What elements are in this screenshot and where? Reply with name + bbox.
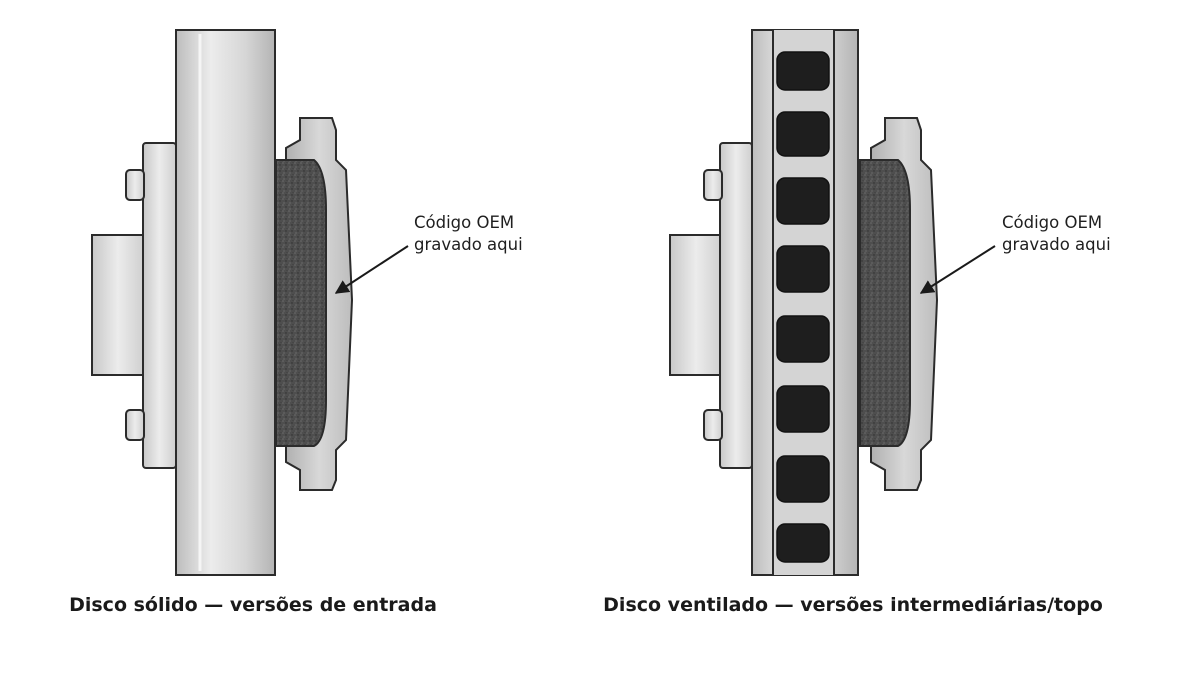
hub-boss (91, 234, 145, 376)
oem-code-annotation-right: Código OEM gravado aqui (1002, 212, 1111, 256)
cooling-vane (776, 111, 830, 157)
annotation-arrow (334, 245, 409, 294)
solid-disc-caption: Disco sólido — versões de entrada (69, 594, 437, 616)
wheel-stud-top (125, 169, 145, 201)
annotation-line-2: gravado aqui (414, 235, 523, 254)
annotation-line-1: Código OEM (1002, 213, 1103, 232)
wheel-stud-bottom (125, 409, 145, 441)
solid-rotor (175, 29, 276, 576)
oem-code-annotation-left: Código OEM gravado aqui (414, 212, 523, 256)
cooling-vane (776, 51, 830, 91)
ventilated-disc-assembly (669, 29, 996, 576)
annotation-line-1: Código OEM (414, 213, 515, 232)
cooling-vane (776, 245, 830, 293)
hub-flange (142, 142, 177, 469)
hub-flange (719, 142, 753, 469)
hub-boss (669, 234, 723, 376)
cooling-vane (776, 385, 830, 433)
annotation-line-2: gravado aqui (1002, 235, 1111, 254)
wheel-stud-bottom (703, 409, 723, 441)
annotation-arrow (919, 245, 996, 294)
brake-pad (275, 159, 327, 447)
cooling-vanes (776, 51, 830, 563)
solid-disc-assembly (91, 29, 409, 576)
cooling-vane (776, 315, 830, 363)
cooling-vane (776, 455, 830, 503)
brake-pad (859, 159, 911, 447)
cooling-vane (776, 523, 830, 563)
wheel-stud-top (703, 169, 723, 201)
ventilated-disc-caption: Disco ventilado — versões intermediárias… (603, 594, 1103, 616)
cooling-vane (776, 177, 830, 225)
